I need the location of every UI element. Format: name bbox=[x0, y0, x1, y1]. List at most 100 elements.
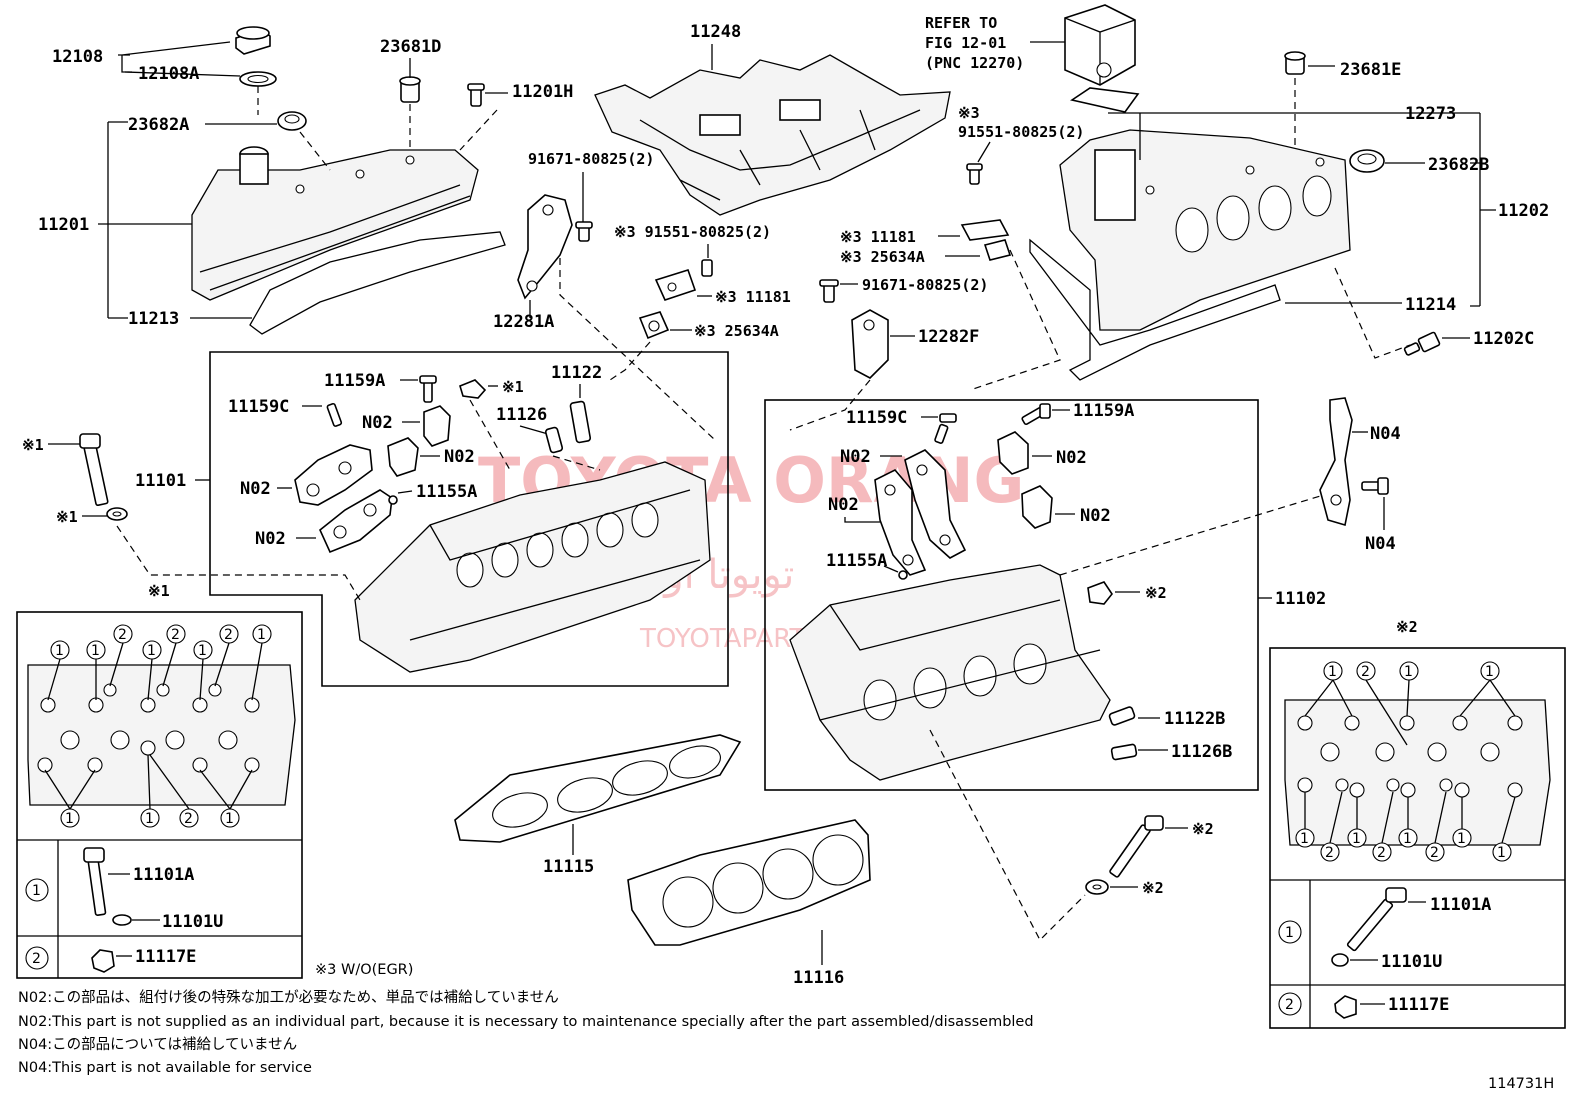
label-x2-plug: ※2 bbox=[1145, 584, 1167, 602]
callout-2: 2 bbox=[1430, 845, 1439, 861]
bolt-11159C-right-icon bbox=[934, 413, 957, 444]
head-lh-subassembly-box bbox=[209, 351, 729, 687]
bolt-91551-left-icon bbox=[701, 259, 713, 277]
label-11122: 11122 bbox=[551, 363, 602, 383]
label-N02-left-3: N02 bbox=[240, 479, 271, 499]
label-x1-bolt: ※1 bbox=[22, 436, 44, 454]
gasket-25634A-right-icon bbox=[983, 239, 1012, 261]
label-11181-left: ※3 11181 bbox=[715, 288, 791, 306]
label-12281A: 12281A bbox=[493, 312, 554, 332]
label-11117E-lh: 11117E bbox=[135, 947, 196, 967]
pvc-valve-11202C-icon bbox=[1403, 331, 1441, 356]
legend-callout-1-lh: 1 bbox=[32, 883, 41, 899]
label-23682B: 23682B bbox=[1428, 155, 1489, 175]
camshaft-housing-n02-right-2-icon bbox=[904, 449, 967, 559]
label-91671-80825-right: 91671-80825(2) bbox=[862, 276, 988, 294]
vsv-module-icon bbox=[1064, 4, 1136, 86]
head-gasket-11116-icon bbox=[627, 819, 871, 946]
label-11201H: 11201H bbox=[512, 82, 573, 102]
callout-1: 1 bbox=[145, 811, 154, 827]
callout-1: 1 bbox=[65, 811, 74, 827]
label-11101U-lh: 11101U bbox=[162, 912, 223, 932]
bolt-91671-right-icon bbox=[819, 279, 839, 303]
label-x2-bolt: ※2 bbox=[1192, 820, 1214, 838]
valve-guide-11126B-icon bbox=[1110, 743, 1138, 761]
label-23682A: 23682A bbox=[128, 115, 189, 135]
label-11101A-lh: 11101A bbox=[133, 865, 194, 885]
label-11116: 11116 bbox=[793, 968, 844, 988]
callout-2: 2 bbox=[224, 627, 233, 643]
head-bolt-11101A-lh-icon bbox=[83, 847, 107, 916]
callout-2: 2 bbox=[171, 627, 180, 643]
callout-1: 1 bbox=[91, 643, 100, 659]
head-bolt-11101A-rh-icon bbox=[1346, 887, 1407, 952]
washer-11101U-lh-icon bbox=[112, 914, 132, 926]
bolt-11117E-rh-icon bbox=[1334, 995, 1357, 1019]
label-11101A-rh: 11101A bbox=[1430, 895, 1491, 915]
head-bolt-pattern-rh-box bbox=[1269, 647, 1566, 1029]
label-11213: 11213 bbox=[128, 309, 179, 329]
label-N02-right-3: N02 bbox=[1080, 506, 1111, 526]
callout-2: 2 bbox=[118, 627, 127, 643]
head-bolt-x2-icon bbox=[1109, 815, 1164, 878]
label-refer-to-line1: REFER TO bbox=[925, 14, 997, 32]
legend-callout-2-rh: 2 bbox=[1285, 997, 1294, 1013]
label-refer-to-line3: (PNC 12270) bbox=[925, 54, 1024, 72]
label-11126: 11126 bbox=[496, 405, 547, 425]
callout-2: 2 bbox=[184, 811, 193, 827]
oil-cap-gasket-icon bbox=[239, 71, 277, 87]
label-12108: 12108 bbox=[52, 47, 103, 67]
camshaft-housing-n02-right-4-icon bbox=[874, 469, 927, 576]
head-gasket-11115-icon bbox=[454, 734, 742, 843]
gasket-12273-icon bbox=[1070, 87, 1140, 113]
label-12282F: 12282F bbox=[918, 327, 979, 347]
gasket-11181-right-icon bbox=[960, 219, 1010, 241]
bearing-cap-n02-right-1-icon bbox=[997, 431, 1029, 475]
label-11202C: 11202C bbox=[1473, 329, 1534, 349]
label-11101U-rh: 11101U bbox=[1381, 952, 1442, 972]
pvc-valve-grommet-right-icon bbox=[1284, 51, 1306, 75]
label-23681D: 23681D bbox=[380, 37, 441, 57]
label-11115: 11115 bbox=[543, 857, 594, 877]
label-N02-left-2: N02 bbox=[444, 447, 475, 467]
callout-2: 2 bbox=[1377, 845, 1386, 861]
washer-x2-icon bbox=[1085, 879, 1109, 895]
head-bolt-pattern-lh-box bbox=[16, 611, 303, 979]
cylinder-head-rh-icon bbox=[789, 564, 1111, 781]
gasket-25634A-left-icon bbox=[638, 311, 670, 340]
label-N02-left-1: N02 bbox=[362, 413, 393, 433]
label-N02-right-1: N02 bbox=[1056, 448, 1087, 468]
callout-1: 1 bbox=[1352, 831, 1361, 847]
gasket-11181-left-icon bbox=[654, 269, 697, 301]
callout-2: 2 bbox=[1325, 845, 1334, 861]
bolt-N04-icon bbox=[1361, 477, 1389, 495]
label-91551-80825-left: ※3 91551-80825(2) bbox=[614, 223, 771, 241]
label-N02-right-4: N02 bbox=[828, 495, 859, 515]
label-11102: 11102 bbox=[1275, 589, 1326, 609]
label-11201: 11201 bbox=[38, 215, 89, 235]
note-n02-english: N02:This part is not supplied as an indi… bbox=[18, 1014, 1034, 1030]
callout-1: 1 bbox=[1497, 845, 1506, 861]
grommet-23682B-icon bbox=[1349, 149, 1385, 173]
label-N04-hanger: N04 bbox=[1370, 424, 1401, 444]
callout-1: 1 bbox=[225, 811, 234, 827]
cylinder-head-lh-icon bbox=[354, 461, 711, 673]
note-w-o-egr: ※3 W/O(EGR) bbox=[315, 962, 413, 978]
plug-x2-icon bbox=[1087, 581, 1113, 605]
label-12273: 12273 bbox=[1405, 104, 1456, 124]
legend-callout-2-lh: 2 bbox=[32, 951, 41, 967]
bolt-11159C-left-icon bbox=[326, 402, 343, 427]
callout-1: 1 bbox=[1404, 664, 1413, 680]
label-N02-right-2: N02 bbox=[840, 447, 871, 467]
bolt-11117E-lh-icon bbox=[91, 949, 115, 973]
callout-1: 1 bbox=[1403, 831, 1412, 847]
head-bolt-x1-icon bbox=[79, 433, 109, 507]
label-x1-washer: ※1 bbox=[56, 508, 78, 526]
label-11202: 11202 bbox=[1498, 201, 1549, 221]
label-11126B: 11126B bbox=[1171, 742, 1232, 762]
label-x1-plug: ※1 bbox=[502, 378, 524, 396]
callout-1: 1 bbox=[257, 627, 266, 643]
bearing-cap-n02-right-3-icon bbox=[1021, 485, 1053, 529]
label-11155A-right: 11155A bbox=[826, 551, 887, 571]
